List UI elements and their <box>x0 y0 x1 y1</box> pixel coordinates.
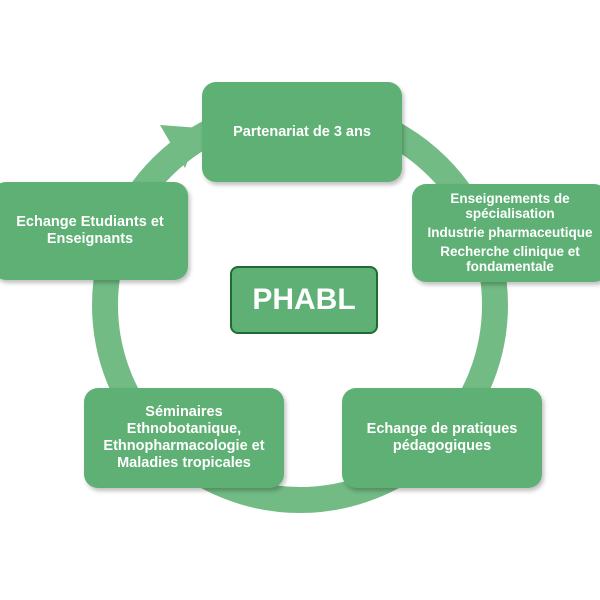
node-pedagogical-exchange: Echange de pratiques pédagogiques <box>342 388 542 488</box>
node-student-teacher-exchange: Echange Etudiants et Enseignants <box>0 182 188 280</box>
node-pedagogical-exchange-label: Echange de pratiques pédagogiques <box>366 421 518 454</box>
cycle-arrowhead <box>160 125 200 168</box>
node-partnership: Partenariat de 3 ans <box>202 82 402 182</box>
node-seminars: Séminaires Ethnobotanique, Ethnopharmaco… <box>84 388 284 488</box>
node-specialisation-line-3: Recherche clinique et fondamentale <box>440 243 580 274</box>
node-specialisation-line-2: Industrie pharmaceutique <box>427 224 593 240</box>
node-partnership-label: Partenariat de 3 ans <box>233 123 371 140</box>
node-specialisation-line-1: Enseignements de spécialisation <box>450 190 570 221</box>
node-seminars-label: Séminaires Ethnobotanique, Ethnopharmaco… <box>103 404 265 471</box>
center-label: PHABL <box>252 283 356 316</box>
node-student-teacher-exchange-label: Echange Etudiants et Enseignants <box>16 214 164 247</box>
node-specialisation: Enseignements de spécialisation Industri… <box>412 184 600 282</box>
center-label-box: PHABL <box>230 266 378 334</box>
